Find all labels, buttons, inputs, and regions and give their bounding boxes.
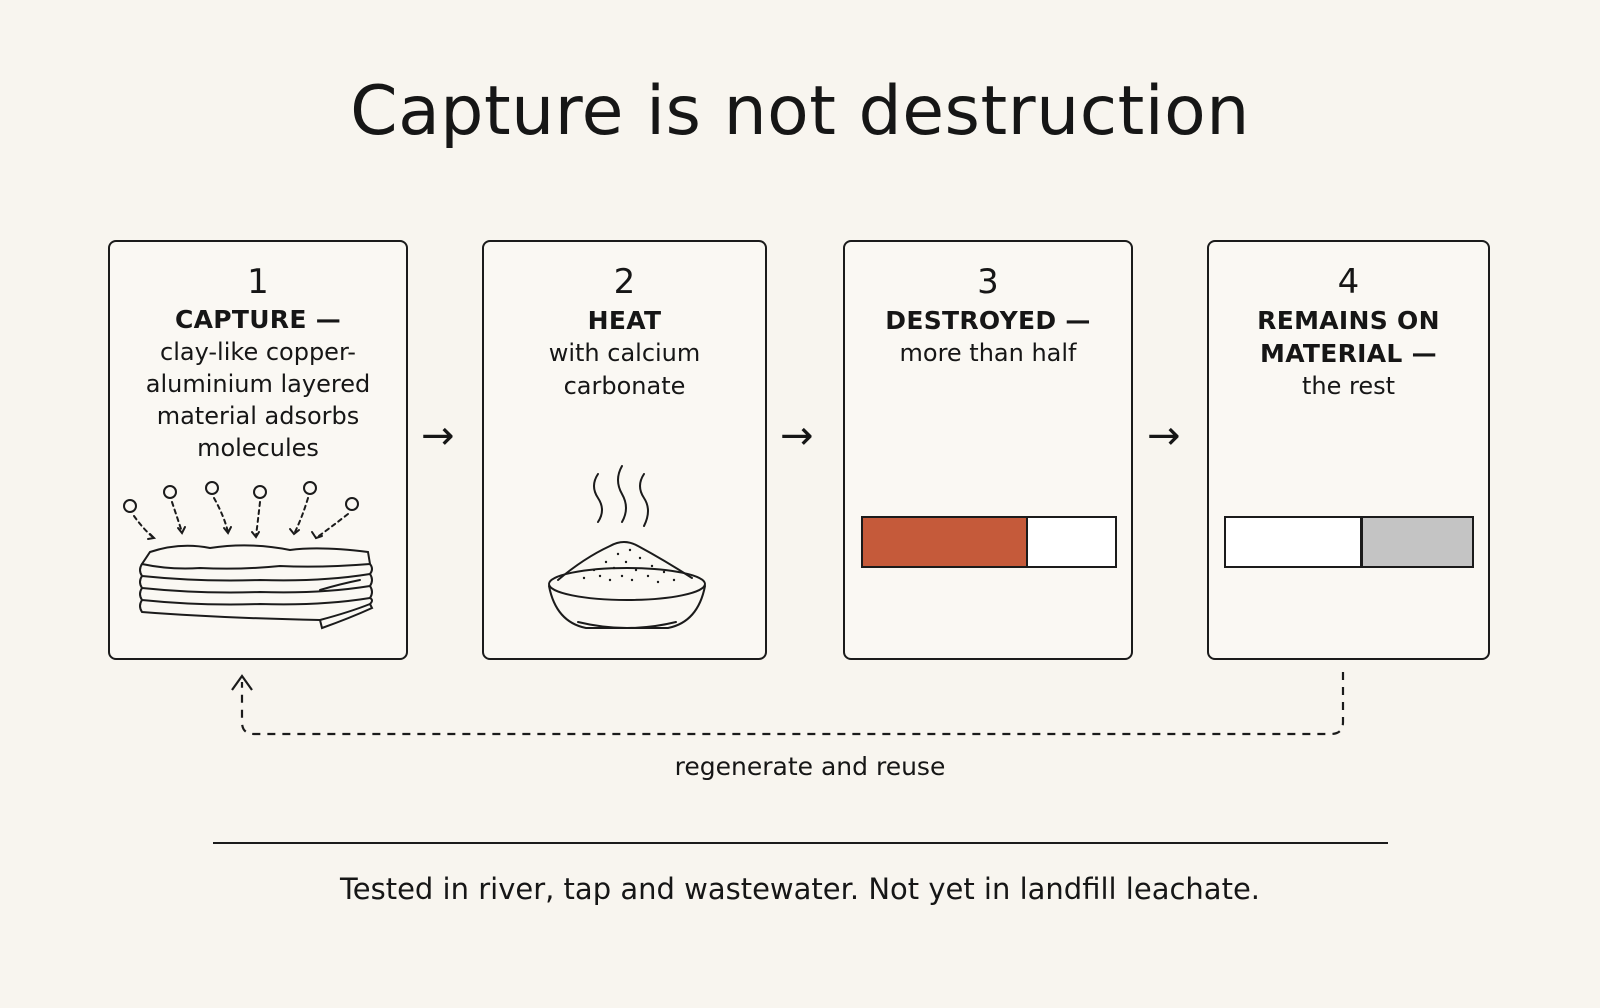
powder-bowl-icon <box>548 465 706 629</box>
divider-line <box>213 842 1388 844</box>
step-card-heat: 2 HEAT with calcium carbonate <box>482 240 767 660</box>
bar-divider <box>1360 518 1363 566</box>
step-card-capture: 1 CAPTURE — clay-like copper- aluminium … <box>108 240 408 660</box>
layered-clay-icon <box>123 481 374 630</box>
flow-arrow: → <box>780 413 814 459</box>
step-number: 1 <box>247 262 269 302</box>
flow-arrow: → <box>1147 413 1181 459</box>
step-number: 3 <box>977 262 999 302</box>
step-description-line: with calcium <box>548 339 701 367</box>
step-description-line: molecules <box>197 434 319 462</box>
steam-icon <box>593 465 649 527</box>
step-description-line: more than half <box>899 339 1077 367</box>
step-description-line: material adsorbs <box>156 402 360 430</box>
step-heading: MATERIAL — <box>1260 339 1437 368</box>
step-heading: REMAINS ON <box>1257 306 1440 335</box>
step-description-line: carbonate <box>563 372 686 400</box>
flow-arrow: → <box>421 413 455 459</box>
page-title: Capture is not destruction <box>350 72 1250 151</box>
step-number: 4 <box>1337 262 1360 302</box>
remaining-fraction-fill <box>1361 518 1472 566</box>
regenerate-loop-arrow <box>231 672 1345 736</box>
loop-label: regenerate and reuse <box>674 752 946 781</box>
step-heading: HEAT <box>587 306 662 335</box>
remaining-fraction-bar <box>1224 516 1474 568</box>
step-description-line: clay-like copper- <box>160 338 356 366</box>
step-card-remains: 4 REMAINS ON MATERIAL — the rest <box>1207 240 1490 660</box>
step-card-destroyed: 3 DESTROYED — more than half <box>843 240 1133 660</box>
step-number: 2 <box>613 262 636 302</box>
step-heading: DESTROYED — <box>885 306 1091 335</box>
footnote: Tested in river, tap and wastewater. Not… <box>339 872 1260 906</box>
step-description-line: the rest <box>1301 372 1396 400</box>
destroyed-fraction-fill <box>863 518 1027 566</box>
bar-divider <box>1025 518 1029 566</box>
molecule-icon <box>123 481 359 513</box>
step-description-line: aluminium layered <box>145 370 371 398</box>
step-heading: CAPTURE — <box>174 305 342 334</box>
destroyed-fraction-bar <box>861 516 1117 568</box>
